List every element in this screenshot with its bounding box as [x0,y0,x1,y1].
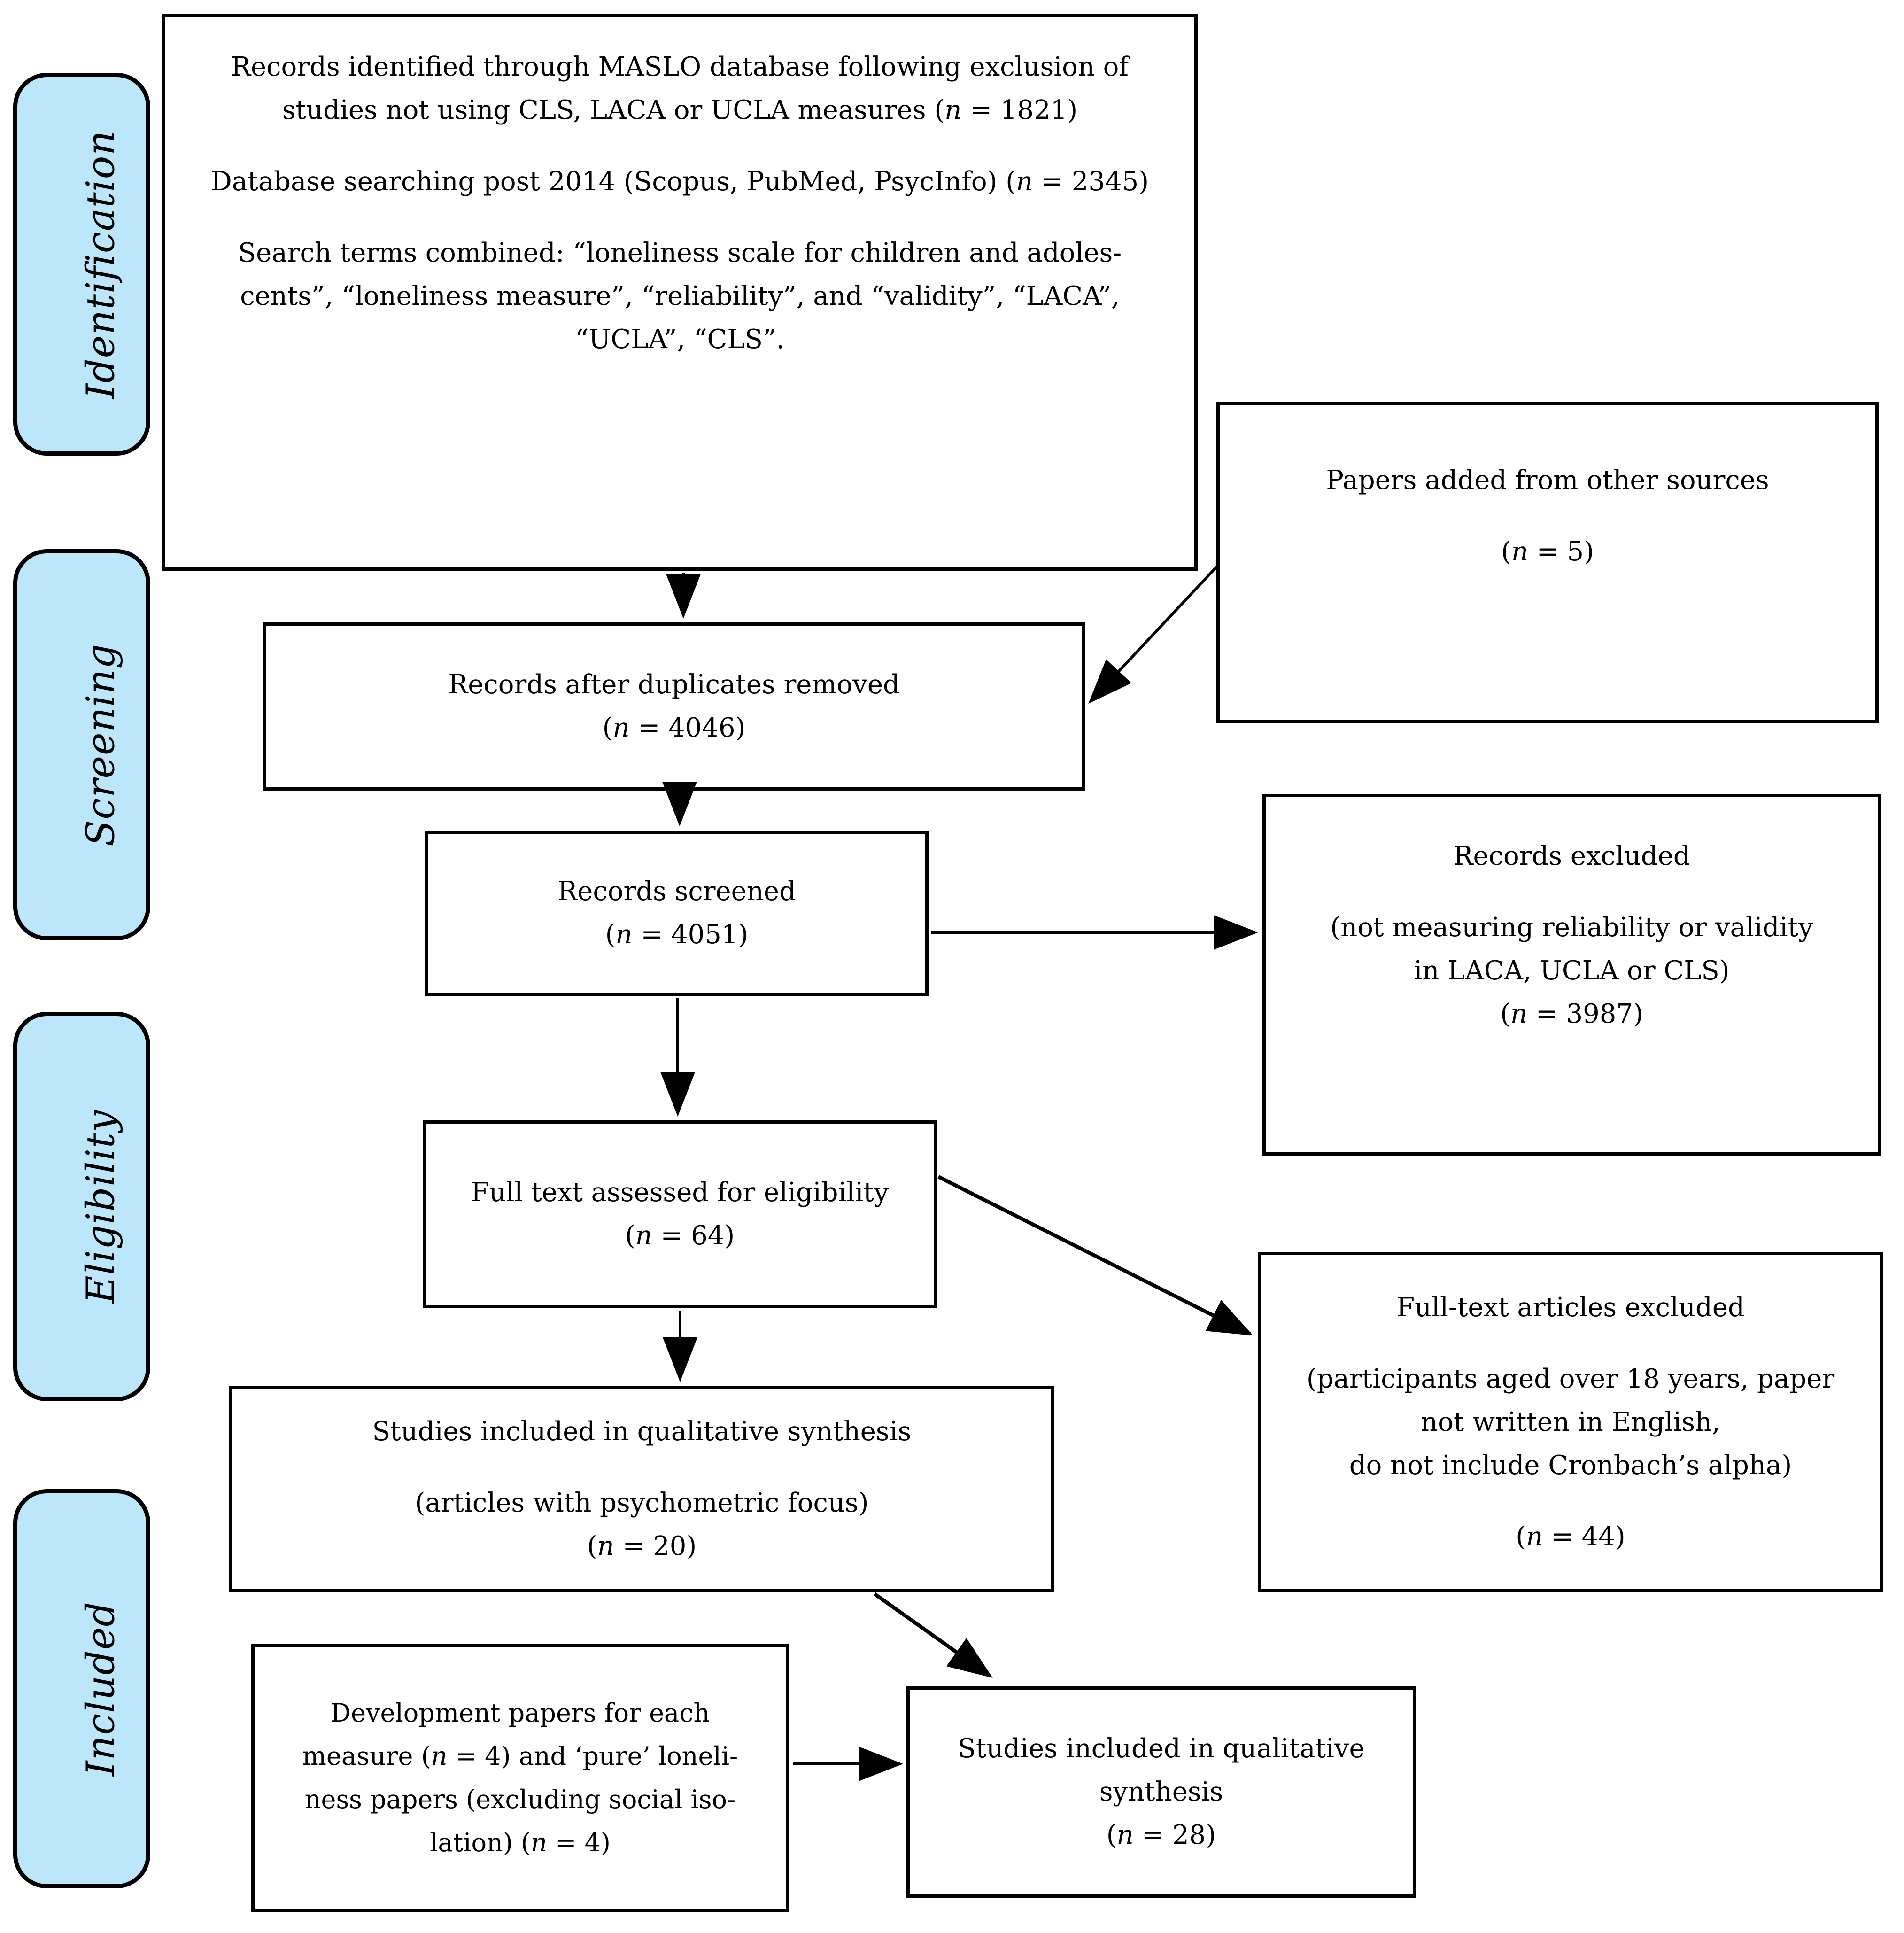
box-records-identified: Records identified through MASLO databas… [162,14,1198,571]
stage-label-identification: Identification [78,130,124,399]
box-qualitative-synthesis-20: Studies included in qualitative synthesi… [229,1386,1054,1592]
box-records-screened: Records screened (n = 4051) [425,831,929,996]
text-line: do not include Cronbach’s alpha) [1349,1450,1792,1481]
box-records-excluded: Records excluded (not measuring reliabili… [1262,794,1881,1156]
stage-box-screening: Screening [13,549,150,940]
text-line: cents”, “loneliness measure”, “reliabili… [240,281,1120,311]
text-line: (n = 44) [1516,1521,1625,1552]
text-line: (n = 28) [1106,1820,1216,1850]
text-line: “UCLA”, “CLS”. [575,324,785,355]
text-line: ness papers (excluding social iso- [304,1785,736,1814]
text-line: (articles with psychometric focus) [415,1488,869,1518]
text-line: Database searching post 2014 (Scopus, Pu… [210,166,1149,197]
box-duplicates-removed: Records after duplicates removed (n = 404… [263,622,1085,791]
stage-label-eligibility: Eligibility [78,1110,124,1304]
text-line: in LACA, UCLA or CLS) [1414,955,1730,986]
text-line: (n = 5) [1501,536,1594,567]
box-qualitative-synthesis-28: Studies included in qualitative synthesis… [906,1686,1416,1898]
arrow-other-sources-to-duplicates [1088,565,1219,704]
stage-label-included: Included [78,1601,124,1776]
stage-label-screening: Screening [78,643,124,846]
text-line: (n = 20) [587,1531,697,1561]
text-line: Full-text articles excluded [1396,1292,1745,1323]
text-line: Records identified through MASLO databas… [231,52,1129,82]
text-line: Papers added from other sources [1326,465,1769,496]
stage-box-included: Included [13,1489,150,1888]
text-line: (n = 3987) [1500,999,1643,1029]
text-line: (n = 4046) [602,713,746,743]
text-line: Records screened [557,876,796,907]
text-line: (n = 4051) [605,919,749,950]
stage-box-identification: Identification [13,73,150,456]
stage-box-eligibility: Eligibility [13,1012,150,1401]
text-line: lation) (n = 4) [430,1828,611,1857]
box-full-text-assessed: Full text assessed for eligibility (n = 6… [423,1120,937,1308]
text-line: Studies included in qualitative synthesi… [372,1416,912,1447]
text-line: Records excluded [1453,841,1690,871]
text-line: Search terms combined: “loneliness scale… [238,238,1122,268]
text-line: (n = 64) [625,1220,735,1251]
arrow-fulltext-to-fulltext-excluded [937,1175,1254,1336]
text-line: Full text assessed for eligibility [471,1177,889,1208]
box-full-text-excluded: Full-text articles excluded (participants… [1258,1252,1883,1592]
text-line: Development papers for each [330,1698,710,1728]
text-line: not written in English, [1421,1406,1720,1437]
text-line: synthesis [1099,1777,1223,1807]
arrow-qualitative20-to-qualitative28 [873,1592,993,1678]
text-line: Records after duplicates removed [448,669,900,700]
box-development-papers: Development papers for each measure (n = … [251,1644,789,1912]
text-line: (participants aged over 18 years, paper [1306,1363,1835,1394]
text-line: studies not using CLS, LACA or UCLA meas… [282,95,1078,125]
text-line: measure (n = 4) and ‘pure’ loneli- [302,1741,738,1771]
box-papers-other-sources: Papers added from other sources (n = 5) [1216,402,1879,723]
text-line: Studies included in qualitative [958,1733,1365,1764]
text-line: (not measuring reliability or validity [1330,912,1813,943]
